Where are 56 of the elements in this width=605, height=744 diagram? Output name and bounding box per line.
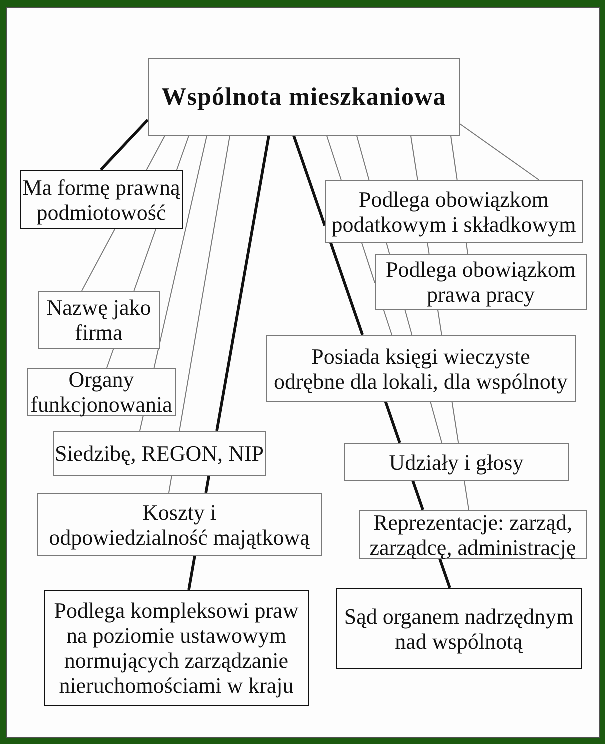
connector-line	[430, 402, 442, 444]
root-box	[148, 58, 460, 136]
attribute-label: Podlega kompleksowi praw na poziomie ustawowym normujących zarządzanie nieruchomościami w kraju	[54, 598, 299, 698]
attribute-label: Reprezentacje: zarząd, zarządcę, administrację	[370, 510, 576, 560]
connector-line	[384, 402, 402, 444]
attribute-label: Podlega obowiązkom prawa pracy	[386, 257, 576, 307]
attribute-box	[266, 335, 576, 402]
attribute-box	[325, 180, 583, 243]
attribute-label: Sąd organem nadrzędnym nad wspólnotą	[344, 604, 574, 654]
connector-line	[216, 136, 270, 432]
connector-line	[466, 242, 468, 254]
connector-line	[154, 348, 160, 368]
attribute-label: Koszty i odpowiedzialność majątkową	[49, 500, 310, 550]
connector-line	[450, 136, 458, 180]
connector-line	[140, 416, 144, 432]
attribute-label: Nazwę jako firma	[46, 295, 152, 345]
connector-line	[464, 480, 470, 510]
connector-line	[106, 348, 114, 368]
connector-line	[146, 136, 166, 170]
connector-line	[386, 242, 390, 254]
connector-line	[179, 136, 230, 432]
attribute-label: Posiada księgi wieczyste odrębne dla lokali, dla wspólnoty	[274, 344, 568, 394]
connector-line	[410, 136, 418, 180]
attribute-label: Udziały i głosy	[389, 450, 524, 474]
connector-line	[134, 228, 157, 292]
connector-line	[356, 136, 370, 180]
connector-line	[160, 136, 208, 344]
attribute-label: Podlega obowiązkom podatkowym i składkowym	[332, 186, 576, 236]
connector-line	[188, 556, 196, 590]
connector-line	[204, 476, 210, 494]
attribute-box	[375, 254, 587, 310]
attribute-box	[53, 431, 266, 476]
connector-line	[404, 310, 413, 336]
connector-line	[326, 136, 342, 180]
connector-line	[361, 242, 376, 284]
attribute-box	[336, 588, 582, 669]
connector-line	[438, 558, 452, 588]
connector-line	[412, 480, 424, 510]
attribute-label: Organy funkcjonowania	[30, 367, 172, 417]
connector-line	[383, 310, 392, 336]
attribute-box	[44, 590, 309, 706]
attribute-box	[344, 443, 569, 481]
connector-line	[292, 136, 326, 226]
connector-line	[460, 124, 540, 180]
connector-line	[168, 476, 172, 494]
connector-line	[437, 310, 442, 336]
connector-line	[452, 402, 460, 444]
attribute-box	[38, 291, 160, 349]
connector-line	[82, 228, 116, 292]
attribute-label: Ma formę prawną podmiotowość	[22, 174, 180, 224]
connector-line	[427, 242, 430, 254]
connector-line	[330, 242, 364, 336]
root-label: Wspólnota mieszkaniowa	[162, 84, 446, 110]
attribute-label: Siedzibę, REGON, NIP	[55, 441, 264, 466]
attribute-box	[37, 493, 322, 556]
connector-line	[176, 136, 190, 170]
